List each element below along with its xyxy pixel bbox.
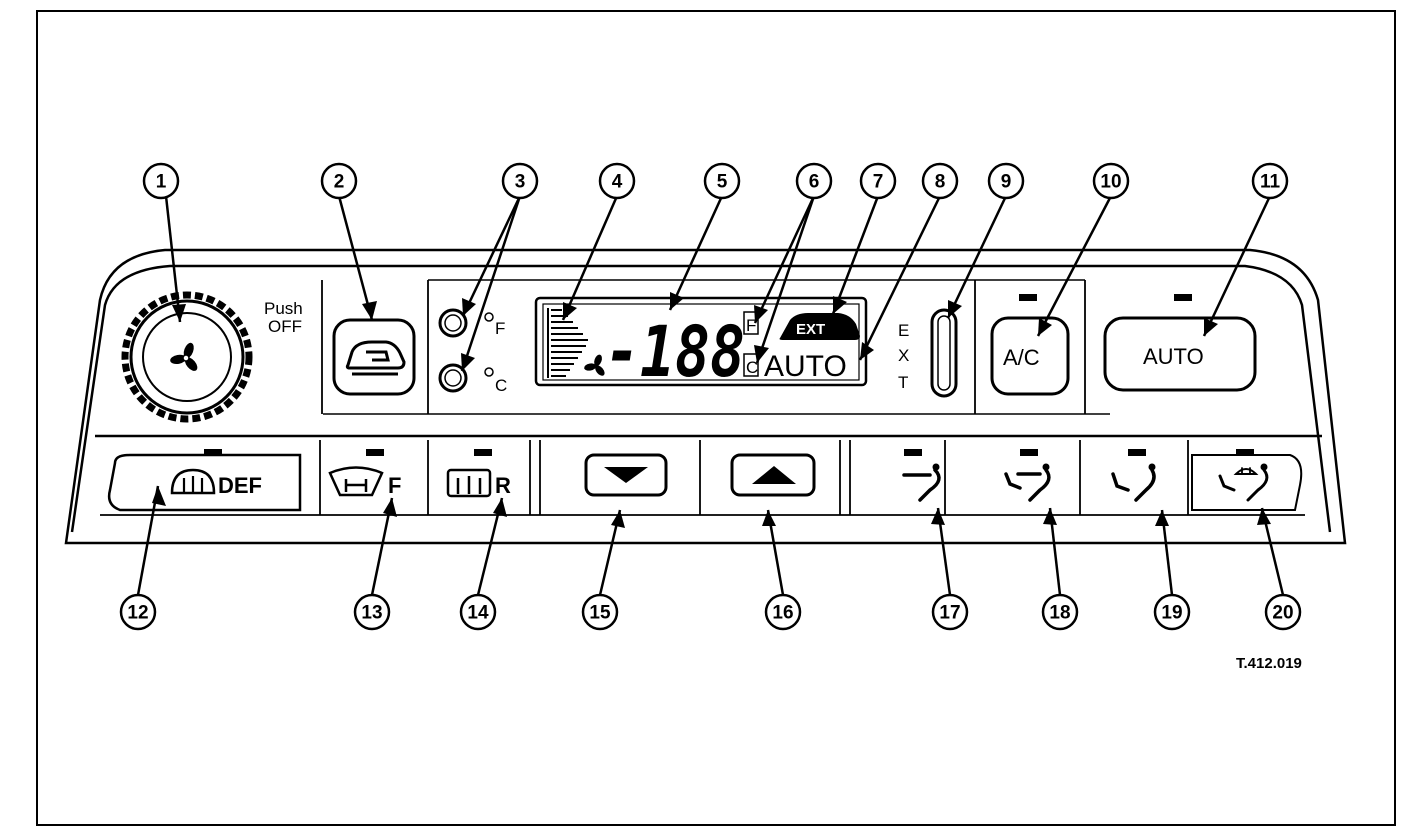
recirculation-car-icon [345,340,406,376]
feet-defrost-led [1236,449,1254,456]
def-button-label: DEF [218,473,262,498]
ext-e-label: E [898,321,909,340]
bilevel-vent-button[interactable] [1004,449,1051,502]
lcd-f-indicator: F [746,316,756,335]
airflow-face-icon [902,463,941,502]
airflow-bilevel-icon [1004,463,1051,502]
lcd-ext-indicator: EXT [796,321,825,338]
callout-number: 12 [127,603,148,624]
rear-defrost-suffix: R [495,473,511,498]
callout-number: 18 [1049,603,1070,624]
windshield-defrost-button[interactable]: DEF [107,449,302,512]
callout-number: 6 [809,172,820,193]
triangle-up-icon [752,466,796,484]
front-defrost-led [366,449,384,456]
callout-number: 11 [1260,172,1281,193]
page-border [36,10,1396,826]
temperature-unit-selectors[interactable]: F C [438,308,507,395]
callout-number: 1 [156,172,167,193]
fahrenheit-button[interactable] [438,308,468,338]
rear-defrost-led [474,449,492,456]
callout-number: 10 [1100,172,1121,193]
panel-inner-outline [70,264,1332,533]
ac-indicator-led [1019,294,1037,301]
callout-number: 15 [589,603,611,624]
ext-temperature-button[interactable]: E X T [898,308,958,398]
lcd-c-indicator: C [746,358,758,377]
ac-button-label: A/C [1003,345,1040,370]
ext-x-label: X [898,346,909,365]
callout-number: 13 [361,603,382,624]
rear-defrost-button[interactable]: R [446,449,511,498]
ac-button[interactable]: A/C [990,294,1070,396]
feet-vent-button[interactable] [1111,449,1156,502]
callout-arrowheads [152,292,1271,528]
callout-number: 9 [1001,172,1012,193]
front-windshield-heater-icon [328,466,384,497]
airflow-feet-icon [1111,463,1156,502]
windshield-defrost-icon [170,468,216,495]
callout-number: 5 [717,172,728,193]
push-label: Push [264,299,303,318]
off-label: OFF [268,317,302,336]
callout-number: 14 [467,603,489,624]
feet-vent-led [1128,449,1146,456]
callout-number: 19 [1161,603,1182,624]
recirculation-button[interactable] [332,318,416,396]
figure-code: T.412.019 [1236,655,1302,672]
callout-number: 17 [939,603,960,624]
panel-outer-outline [64,248,1347,545]
face-vent-button[interactable] [902,449,941,502]
callout-number: 8 [935,172,946,193]
face-vent-led [904,449,922,456]
triangle-down-icon [604,467,648,483]
auto-indicator-led [1174,294,1192,301]
unit-f-label: F [495,319,505,338]
unit-c-label: C [495,376,507,395]
celsius-button[interactable] [438,363,468,393]
lcd-fan-icon [584,354,605,376]
callout-numbers: 1 2 3 4 5 6 7 8 9 10 11 12 13 14 15 16 1… [127,172,1293,624]
front-defrost-button[interactable]: F [328,449,401,498]
callout-number: 3 [515,172,526,193]
front-defrost-suffix: F [388,473,401,498]
fan-icon [170,342,198,371]
ext-t-label: T [898,373,908,392]
lcd-auto-indicator: AUTO [764,350,847,383]
auto-button-label: AUTO [1143,344,1204,369]
auto-button[interactable]: AUTO [1103,294,1257,392]
callout-circles [119,162,1302,631]
fan-speed-knob[interactable]: Push OFF [121,291,303,423]
airflow-feet-defrost-icon [1218,463,1269,502]
rear-window-heater-icon [446,468,492,498]
callout-number: 7 [873,172,884,193]
fan-speed-bar-graph [547,308,588,378]
def-indicator-led [204,449,222,456]
temperature-down-button[interactable] [584,453,668,497]
callout-number: 20 [1272,603,1293,624]
callout-number: 4 [612,172,623,193]
temperature-up-button[interactable] [730,453,816,497]
control-panel [64,248,1347,545]
feet-defrost-vent-button[interactable] [1191,449,1303,511]
lcd-display: -188 F C EXT AUTO [534,296,868,393]
lcd-temperature-digits: -188 [605,311,745,393]
callout-leaders [136,195,1285,596]
callout-number: 16 [772,603,793,624]
bilevel-vent-led [1020,449,1038,456]
callout-number: 2 [334,172,345,193]
lcd-ext-car-shape [779,313,860,340]
